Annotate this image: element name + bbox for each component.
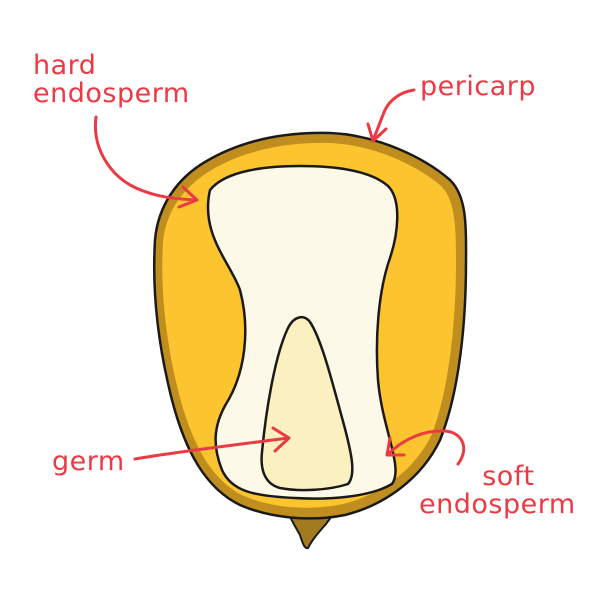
label-soft-endosperm-line1: soft — [482, 461, 535, 492]
label-soft-endosperm: soft endosperm — [419, 461, 576, 519]
germ-arrow — [133, 436, 290, 461]
label-germ: germ — [52, 446, 125, 477]
label-pericarp: pericarp — [420, 71, 536, 102]
soft-endosperm-arrow — [386, 429, 466, 466]
hard-endosperm-arrow — [93, 115, 198, 202]
pericarp-arrow — [371, 88, 416, 142]
soft-endosperm-arrowhead — [385, 436, 406, 457]
hard-endosperm-arrowhead — [177, 185, 199, 209]
label-hard-endosperm: hard endosperm — [33, 52, 190, 108]
label-hard-endosperm-line1: hard — [33, 50, 97, 81]
label-hard-endosperm-line2: endosperm — [33, 78, 190, 109]
label-soft-endosperm-line2: endosperm — [419, 489, 576, 520]
germ-arrowhead — [271, 426, 291, 453]
germ-region — [260, 315, 354, 492]
pericarp-arrowhead — [366, 122, 388, 143]
